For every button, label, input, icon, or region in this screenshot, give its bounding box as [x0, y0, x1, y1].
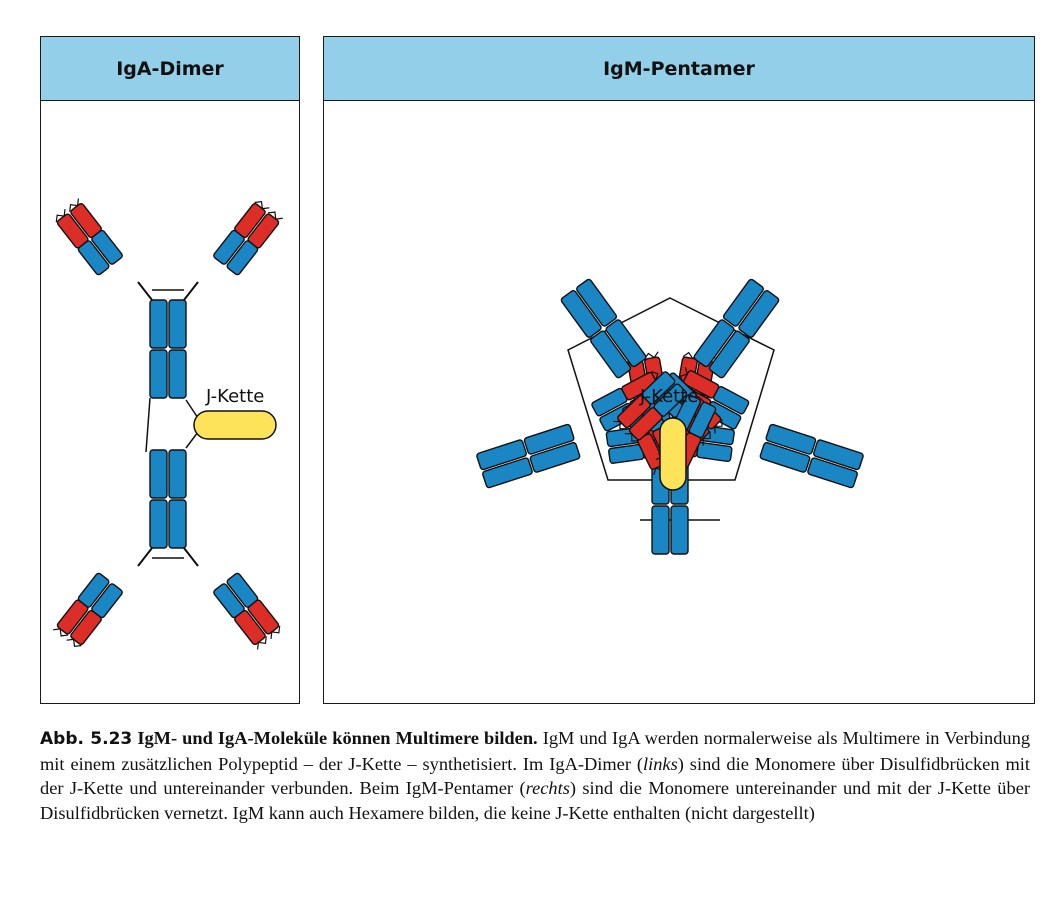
iga-dimer-title: IgA-Dimer: [41, 37, 299, 101]
antibody-diagram: J-Kette J-Kette: [52, 197, 1060, 651]
caption-emph-2: rechts: [525, 778, 570, 798]
caption-emph-1: links: [643, 753, 678, 774]
caption-text-2: ) sind die Monomere über Disulfidbrücken…: [40, 753, 1030, 799]
igm-pentamer-title: IgM-Pentamer: [324, 37, 1034, 101]
igm-j-chain: [659, 417, 687, 491]
igm-j-chain-label: J-Kette: [639, 386, 698, 407]
caption-text-1: IgM und IgA werden normalerweise als Mul…: [40, 728, 1031, 774]
iga-disulfide-bond: [185, 399, 199, 419]
iga-j-chain-label: J-Kette: [205, 386, 264, 407]
igm-pentamer: J-Kette: [468, 262, 872, 554]
caption-label: Abb. 5.23: [40, 729, 133, 749]
figure-caption: Abb. 5.23 IgM- und IgA-Moleküle können M…: [40, 726, 1030, 825]
igm-pentamer-panel: IgM-Pentamer: [323, 36, 1035, 704]
caption-text-3: ) sind die Monomere untereinander und mi…: [40, 778, 1030, 823]
iga-lower-monomer: [52, 449, 284, 651]
iga-disulfide-bond: [185, 431, 199, 449]
iga-disulfide-bond: [145, 397, 151, 453]
iga-j-chain: [193, 410, 277, 440]
caption-title: IgM- und IgA-Moleküle können Multimere b…: [137, 728, 538, 748]
iga-upper-monomer: [52, 197, 284, 399]
